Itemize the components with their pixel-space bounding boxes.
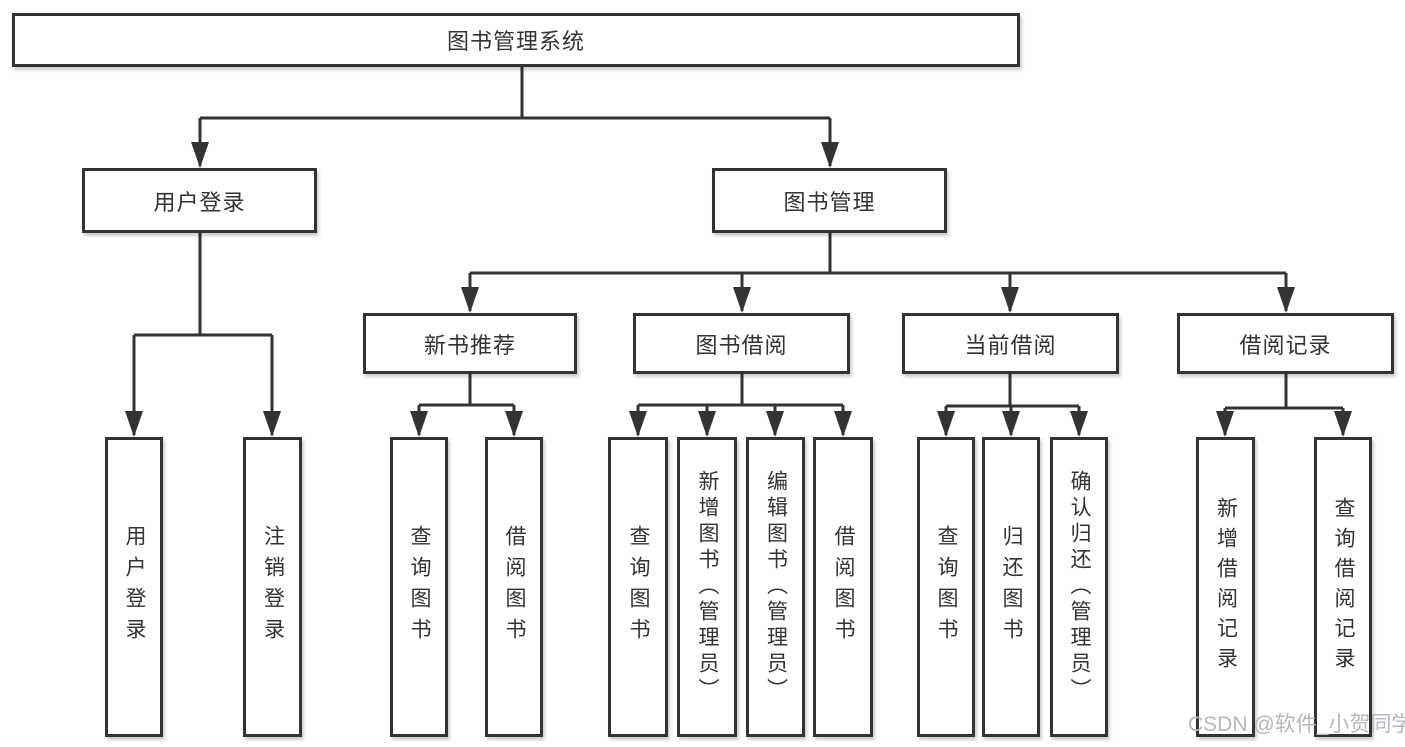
- leaf-logout: 注销登录: [243, 437, 302, 737]
- node-borrow-records: 借阅记录: [1177, 313, 1394, 374]
- arrowhead-icon: [410, 411, 428, 437]
- node-user-login-label: 用户登录: [153, 189, 246, 215]
- leaf-newbooks-borrow: 借阅图书: [485, 437, 543, 737]
- arrowhead-icon: [1216, 411, 1234, 437]
- node-user-login: 用户登录: [82, 168, 317, 233]
- leaf-borrow-edit-label: 编辑图书（管理员）: [764, 470, 788, 704]
- leaf-records-query-label: 查询借阅记录: [1332, 497, 1355, 677]
- node-book-borrow: 图书借阅: [633, 313, 850, 374]
- arrowhead-icon: [629, 411, 647, 437]
- edge-bookborrow-to-leaves: [636, 374, 845, 435]
- arrowheads: [125, 142, 1352, 437]
- leaf-logout-label: 注销登录: [261, 525, 285, 649]
- leaf-current-return: 归还图书: [982, 437, 1040, 737]
- arrowhead-icon: [505, 411, 523, 437]
- arrowhead-icon: [263, 411, 281, 437]
- node-new-book-recommend-label: 新书推荐: [423, 332, 516, 358]
- arrowhead-icon: [1334, 411, 1352, 437]
- node-book-management: 图书管理: [712, 168, 947, 233]
- edge-bookmgmt-to-level3: [468, 233, 1288, 311]
- leaf-newbooks-query: 查询图书: [390, 437, 448, 737]
- leaf-newbooks-borrow-label: 借阅图书: [503, 525, 526, 649]
- edge-borrowrecords-to-leaves: [1223, 374, 1345, 435]
- arrowhead-icon: [1002, 411, 1020, 437]
- watermark: CSDN @软件_小贺同学: [1188, 713, 1405, 736]
- arrowhead-icon: [1001, 287, 1019, 313]
- edge-root-to-level2: [198, 67, 832, 166]
- leaf-records-query: 查询借阅记录: [1314, 437, 1372, 737]
- arrowhead-icon: [461, 287, 479, 313]
- leaf-current-query: 查询图书: [917, 437, 975, 737]
- node-book-borrow-label: 图书借阅: [695, 332, 788, 358]
- leaf-borrow-add: 新增图书（管理员）: [677, 437, 737, 737]
- leaf-borrow-borrow-label: 借阅图书: [832, 525, 855, 649]
- leaf-current-confirm: 确认归还（管理员）: [1050, 437, 1108, 737]
- leaf-borrow-edit: 编辑图书（管理员）: [746, 437, 805, 737]
- arrowhead-icon: [937, 411, 955, 437]
- leaf-borrow-query-label: 查询图书: [627, 525, 650, 649]
- arrowhead-icon: [1070, 411, 1088, 437]
- leaf-current-query-label: 查询图书: [935, 525, 958, 649]
- edge-newbooks-to-leaves: [417, 374, 516, 435]
- leaf-borrow-borrow: 借阅图书: [813, 437, 873, 737]
- node-current-borrow: 当前借阅: [902, 313, 1119, 374]
- leaf-current-confirm-label: 确认归还（管理员）: [1068, 470, 1091, 704]
- leaf-newbooks-query-label: 查询图书: [408, 525, 431, 649]
- node-borrow-records-label: 借阅记录: [1239, 332, 1332, 358]
- node-current-borrow-label: 当前借阅: [964, 332, 1057, 358]
- arrowhead-icon: [733, 287, 751, 313]
- arrowhead-icon: [191, 142, 209, 168]
- arrowhead-icon: [698, 411, 716, 437]
- node-root: 图书管理系统: [12, 13, 1020, 67]
- leaf-user-login-label: 用户登录: [123, 525, 146, 649]
- arrowhead-icon: [125, 411, 143, 437]
- node-root-label: 图书管理系统: [446, 29, 585, 54]
- leaf-current-return-label: 归还图书: [1000, 525, 1023, 649]
- arrowhead-icon: [766, 411, 784, 437]
- arrowhead-icon: [834, 411, 852, 437]
- node-book-management-label: 图书管理: [783, 189, 876, 215]
- leaf-borrow-add-label: 新增图书（管理员）: [696, 470, 719, 704]
- arrowhead-icon: [1277, 287, 1295, 313]
- leaf-user-login: 用户登录: [105, 437, 163, 737]
- arrowhead-icon: [821, 142, 839, 168]
- edge-userlogin-to-leaves: [132, 233, 274, 435]
- leaf-borrow-query: 查询图书: [608, 437, 668, 737]
- leaf-records-add-label: 新增借阅记录: [1214, 497, 1238, 677]
- node-new-book-recommend: 新书推荐: [363, 313, 577, 374]
- leaf-records-add: 新增借阅记录: [1196, 437, 1255, 737]
